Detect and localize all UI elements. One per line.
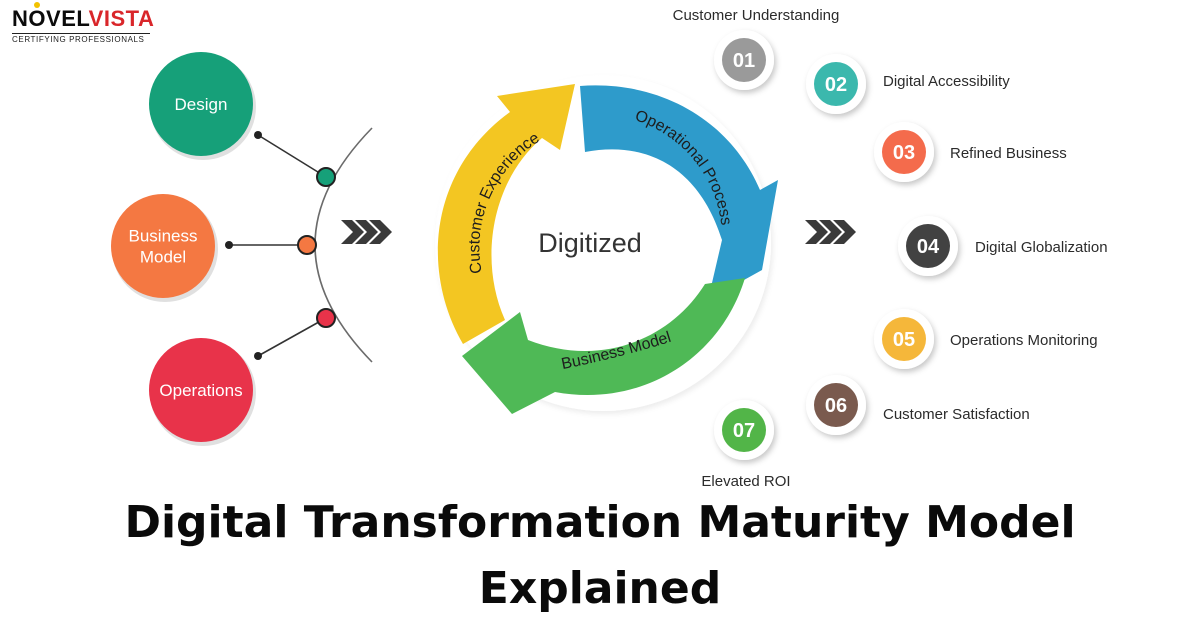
design-circle: Design <box>149 52 256 160</box>
connector-end-dot <box>225 241 233 249</box>
cycle-segment-business-model <box>462 278 745 414</box>
outcome-label: Refined Business <box>950 145 1067 162</box>
outcome-number-badge <box>814 383 858 427</box>
outcome-item: 05 Operations Monitoring <box>874 309 1098 369</box>
logo-text-vista: VISTA <box>88 6 155 31</box>
outcome-number-badge <box>814 62 858 106</box>
outcome-label: Elevated ROI <box>701 473 790 490</box>
connector-node-dot <box>297 235 317 255</box>
circle-label: Design <box>175 95 228 114</box>
logo-wordmark: NOVELVISTA <box>12 2 162 32</box>
outcome-number: 01 <box>733 50 755 72</box>
connector-node-dot <box>316 308 336 328</box>
circle-fill <box>111 194 215 298</box>
outcome-number-badge <box>882 317 926 361</box>
outcome-number-badge <box>906 224 950 268</box>
outcome-item: 02 Digital Accessibility <box>806 54 1010 114</box>
logo-text-vel: VEL <box>46 6 89 31</box>
logo-tagline: CERTIFYING PROFESSIONALS <box>12 33 150 44</box>
cycle-segment-customer-experience <box>437 84 575 344</box>
outcome-label: Operations Monitoring <box>950 332 1098 349</box>
outcome-label: Digital Globalization <box>975 239 1108 256</box>
outcome-label: Digital Accessibility <box>883 73 1010 90</box>
circle-label: Operations <box>159 381 242 400</box>
outcome-number: 05 <box>893 329 915 351</box>
outcome-number: 04 <box>917 236 940 258</box>
outcome-label: Customer Understanding <box>673 7 840 24</box>
outcomes-list: 01 Customer Understanding 02 Digital Access… <box>673 7 1108 490</box>
connector-node-dot <box>316 167 336 187</box>
connector-end-dot <box>254 352 262 360</box>
connector-line-operations <box>257 317 327 357</box>
outcome-item: 03 Refined Business <box>874 122 1067 182</box>
cycle-center-label: Digitized <box>538 228 642 258</box>
outcome-number: 07 <box>733 420 755 442</box>
outcome-item: 04 Digital Globalization <box>898 216 1108 276</box>
outcome-number-badge <box>882 130 926 174</box>
digitized-cycle: Digitized Customer Experience Operationa… <box>435 75 778 414</box>
outcome-item: 01 Customer Understanding <box>673 7 840 90</box>
outcome-number: 03 <box>893 142 915 164</box>
connector-line-design <box>257 134 327 178</box>
circle-fill <box>149 338 253 442</box>
outcome-number-badge <box>722 38 766 82</box>
page-title: Digital Transformation Maturity Model Ex… <box>0 490 1200 622</box>
outcome-label: Customer Satisfaction <box>883 406 1030 423</box>
cycle-center <box>498 152 682 336</box>
circle-label: Model <box>140 248 186 267</box>
logo-bulb-o: O <box>28 2 47 31</box>
title-line-1: Digital Transformation Maturity Model <box>124 497 1076 548</box>
title-line-2: Explained <box>478 563 722 614</box>
connector-dots <box>297 167 336 328</box>
chevron-arrows-icon <box>341 220 392 244</box>
chevron-arrows-icon <box>805 220 856 244</box>
circle-fill <box>149 52 253 156</box>
circle-label: Business <box>129 227 198 246</box>
operations-circle: Operations <box>149 338 256 446</box>
outcome-number-badge <box>722 408 766 452</box>
connector-end-dot <box>254 131 262 139</box>
novelvista-logo: NOVELVISTA CERTIFYING PROFESSIONALS <box>12 2 162 44</box>
outcome-number: 02 <box>825 74 847 96</box>
outcome-number: 06 <box>825 395 847 417</box>
cycle-segment-operational-process <box>580 85 778 300</box>
logo-letter-n: N <box>12 6 29 31</box>
